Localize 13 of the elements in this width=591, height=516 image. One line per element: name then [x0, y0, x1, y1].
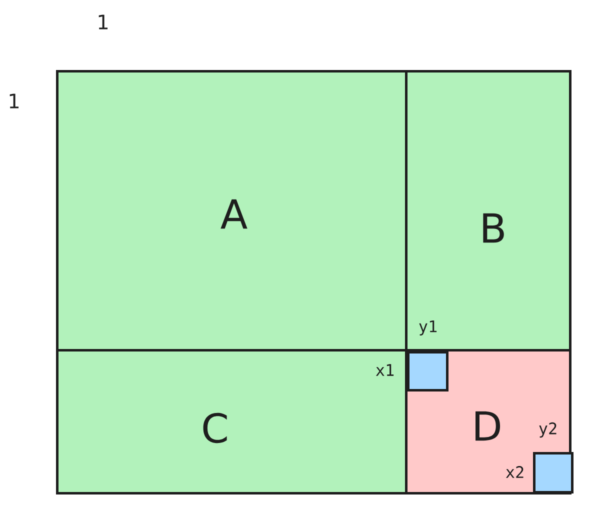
region-label: D	[476, 411, 500, 441]
side-length-label: 1	[10, 94, 19, 108]
region-box	[56, 349, 408, 494]
small-square	[533, 452, 574, 494]
region-label: C	[203, 412, 227, 444]
region-box	[405, 70, 572, 352]
side-length-label: 1	[98, 14, 108, 30]
variable-label: y1	[419, 320, 437, 336]
region-label: A	[220, 199, 248, 229]
variable-label: y2	[539, 422, 556, 438]
variable-label: x1	[376, 364, 394, 376]
region-label: B	[483, 213, 504, 243]
small-square	[407, 351, 448, 392]
